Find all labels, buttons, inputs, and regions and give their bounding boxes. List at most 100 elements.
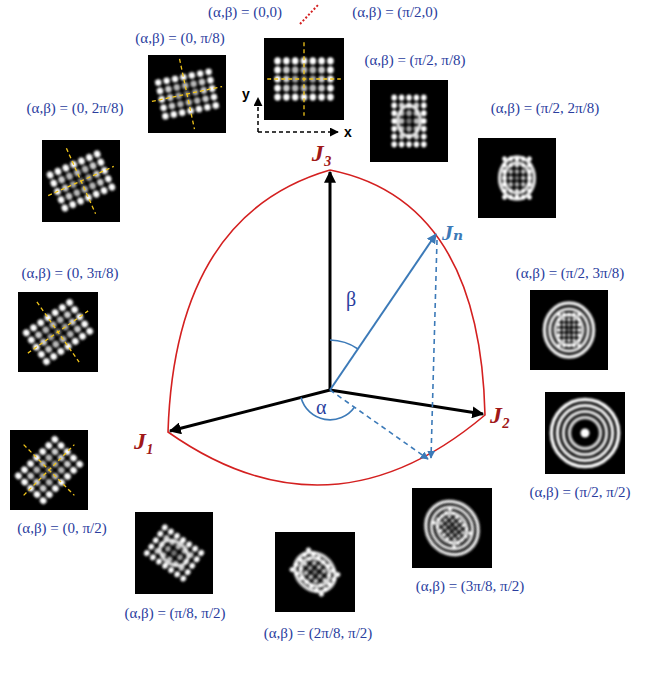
guide-line: [180, 59, 195, 129]
mode-spot: [292, 93, 299, 100]
mode-spot: [399, 133, 405, 139]
mode-spot: [421, 133, 427, 139]
mode-spot: [51, 339, 61, 349]
mode-spot: [306, 555, 313, 562]
mode-spot: [502, 195, 507, 200]
mode-label: (α,β) = (π/2, π/8): [364, 52, 465, 69]
mode-spot: [50, 447, 60, 457]
mode-spot: [212, 101, 220, 109]
mode-spot: [446, 514, 452, 520]
mode-spot: [515, 188, 520, 193]
mode-spot: [515, 195, 520, 200]
mode-spot: [193, 97, 201, 105]
mode-label: (α,β) = (0, 2π/8): [27, 100, 124, 117]
mode-spot: [88, 181, 97, 190]
guide-lines: [0, 419, 100, 520]
mode-spot: [330, 576, 337, 583]
mode-spot: [77, 156, 86, 165]
mode-spot: [92, 189, 101, 198]
mode-spot: [572, 338, 576, 342]
mode-spot: [89, 161, 98, 170]
mode-spot: [56, 465, 66, 475]
mode-label: (α,β) = (2π/8, π/2): [264, 625, 373, 642]
mode-spot: [391, 133, 397, 139]
mode-spot: [406, 102, 412, 108]
mode-spot: [454, 515, 460, 521]
mode-spot: [20, 465, 30, 475]
dotted-separator: [300, 5, 318, 24]
mode-spot: [577, 333, 581, 337]
mode-label: (α,β) = (π/2, 3π/8): [516, 265, 625, 282]
mode-spot: [298, 565, 305, 572]
guide-lines: [144, 51, 229, 136]
projection-line: [330, 390, 428, 459]
mode-spot: [508, 188, 513, 193]
mode-spot: [527, 182, 532, 187]
mode-spot: [26, 459, 36, 469]
mode-spot: [321, 577, 328, 584]
vector-jn: [330, 234, 436, 390]
mode-spot: [406, 95, 412, 101]
mode-spot: [210, 93, 218, 101]
mode-pattern: [22, 298, 95, 367]
mode-spot: [414, 102, 420, 108]
mode-spot: [399, 110, 405, 116]
mode-spot: [414, 141, 420, 147]
sphere-outline: [168, 170, 485, 485]
guide-lines: [34, 134, 129, 229]
mode-spot: [329, 567, 336, 574]
mode-spot: [449, 532, 455, 538]
mode-ring: [563, 411, 606, 454]
mode-spot: [100, 186, 109, 195]
mode-spot: [567, 328, 571, 332]
mode-spot: [459, 537, 465, 543]
mode-spot: [334, 571, 341, 578]
mode-spot: [527, 188, 532, 193]
mode-spot: [320, 568, 327, 575]
mode-spot: [567, 333, 571, 337]
mode-spot: [557, 333, 561, 337]
mode-label: (α,β) = (3π/8, π/2): [416, 578, 525, 595]
mode-spot: [85, 326, 95, 336]
mode-spot: [14, 471, 24, 481]
mode-spot: [158, 540, 166, 548]
mode-spot: [577, 328, 581, 332]
mode-spot: [309, 93, 316, 100]
mode-spot: [562, 343, 566, 347]
mode-spot: [435, 524, 441, 530]
mode-spot: [502, 169, 507, 174]
mode-spot: [161, 112, 169, 120]
mode-spot: [274, 84, 281, 91]
mode-spot: [159, 551, 167, 559]
mode-ring: [398, 106, 420, 136]
mode-spot: [308, 582, 315, 589]
mode-spot: [562, 333, 566, 337]
mode-spot: [527, 163, 532, 168]
mode-spot: [38, 447, 48, 457]
mode-spot: [557, 343, 561, 347]
mode-spot: [577, 312, 581, 316]
mode-spot: [508, 156, 513, 161]
mode-spot: [44, 345, 54, 355]
mode-spot: [197, 549, 205, 557]
mode-spot: [61, 163, 70, 172]
mode-spot: [63, 342, 73, 352]
mode-spot: [160, 104, 168, 112]
mode-spot: [42, 357, 52, 367]
guide-lines: [7, 281, 110, 384]
mode-spot: [577, 338, 581, 342]
mode-spot: [311, 559, 318, 566]
mode-spot: [71, 337, 81, 347]
mode-spot: [44, 453, 54, 463]
mode-spot: [502, 175, 507, 180]
mode-spot: [164, 545, 172, 553]
mode-spot: [567, 318, 571, 322]
mode-spot: [69, 466, 79, 476]
mode-spot: [391, 141, 397, 147]
mode-spot: [414, 110, 420, 116]
mode-spot: [39, 337, 49, 347]
mode-spot: [168, 538, 176, 546]
y-axis-arrow: [257, 98, 259, 132]
mode-spot: [521, 163, 526, 168]
mode-spot: [557, 328, 561, 332]
